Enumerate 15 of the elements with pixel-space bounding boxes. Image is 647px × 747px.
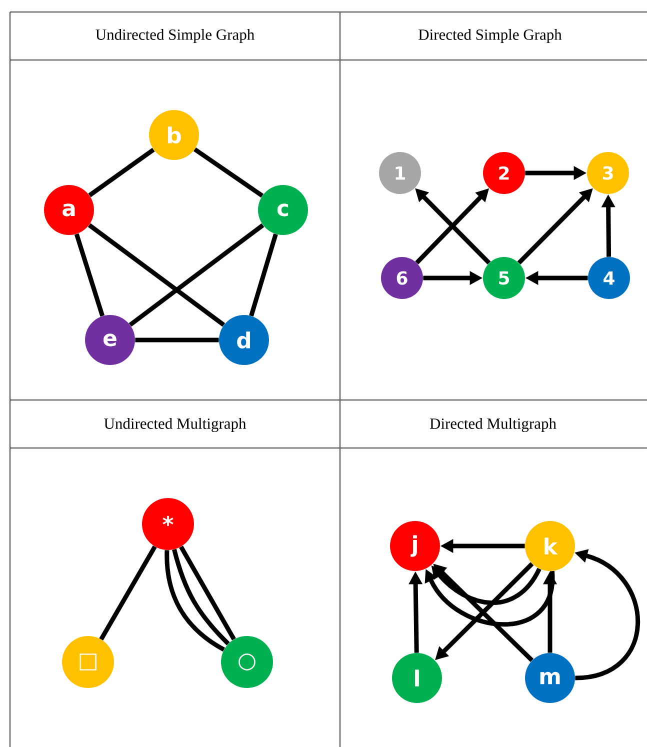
edge-line	[88, 223, 226, 327]
edge-line	[193, 147, 264, 198]
edge-line	[172, 548, 230, 646]
column-header: Undirected Multigraph	[104, 418, 246, 432]
edge-line	[164, 550, 226, 652]
edge-line	[99, 546, 157, 640]
edge-line	[135, 338, 219, 342]
edge-line	[179, 546, 236, 640]
edge-line	[128, 223, 264, 327]
column-header: Directed Multigraph	[430, 418, 556, 432]
edge-line	[74, 233, 105, 317]
column-header: Undirected Simple Graph	[96, 28, 254, 44]
edge-line	[249, 234, 278, 317]
column-header: Directed Simple Graph	[418, 28, 562, 44]
edge-line	[88, 148, 155, 198]
